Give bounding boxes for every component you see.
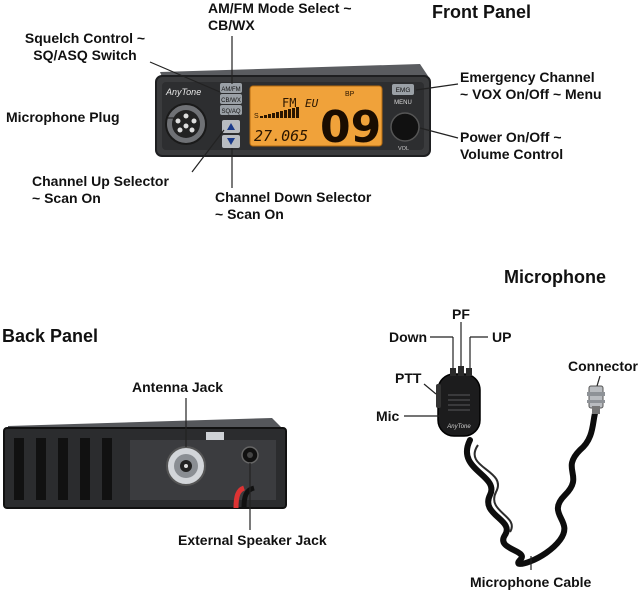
squelch-line-2: SQ/ASQ Switch: [33, 47, 137, 63]
front-panel-radio: AnyTone AM/FM CB/WX SQ/AQ FM EU BP S: [155, 64, 431, 157]
squelch-control-label: Squelch Control ~ SQ/ASQ Switch: [12, 30, 158, 64]
front-panel-title: Front Panel: [432, 2, 532, 22]
microphone-cable-coil: [464, 407, 599, 567]
external-speaker-jack-label: External Speaker Jack: [178, 532, 327, 548]
amfm-mode-label: AM/FM Mode Select ~ CB/WX: [208, 0, 352, 34]
power-wire-black: [241, 485, 255, 509]
emergency-line-1: Emergency Channel: [460, 69, 595, 85]
ch-down-line-2: ~ Scan On: [215, 206, 284, 222]
mic-cable-label: Microphone Cable: [470, 574, 592, 590]
back-panel-title: Back Panel: [2, 326, 99, 346]
power-volume-label: Power On/Off ~ Volume Control: [460, 129, 563, 163]
vol-label: VOL: [398, 146, 409, 152]
back-panel-radio: [3, 418, 287, 509]
channel-up-label: Channel Up Selector ~ Scan On: [32, 173, 169, 207]
mic-up-button: [466, 368, 472, 376]
lcd-signal-meter: [260, 107, 299, 118]
mic-down-button: [450, 368, 456, 376]
ptt-side-button: [436, 384, 441, 408]
microphone-title: Microphone: [504, 267, 606, 287]
heat-sink-fins: [14, 438, 112, 500]
amfm-button[interactable]: [220, 83, 242, 93]
mic-ptt-label: PTT: [395, 370, 422, 386]
amfm-button-label: AM/FM: [221, 87, 240, 93]
lcd-frequency: 27.065: [254, 127, 308, 145]
antenna-jack[interactable]: [166, 446, 206, 486]
mic-mic-label: Mic: [376, 408, 400, 424]
radio-brand-text: AnyTone: [165, 87, 201, 97]
mic-pf-button: [458, 366, 464, 376]
cbwx-button[interactable]: [220, 94, 242, 104]
cbwx-button-label: CB/WX: [221, 98, 241, 104]
microphone-assembly: AnyTone: [436, 366, 605, 567]
back-leader-lines: [185, 398, 251, 530]
emergency-channel-label: Emergency Channel ~ VOX On/Off ~ Menu: [460, 69, 602, 103]
mic-pf-label: PF: [452, 306, 470, 322]
sqaq-button-label: SQ/AQ: [221, 109, 240, 115]
ch-down-line-1: Channel Down Selector: [215, 189, 372, 205]
emg-button[interactable]: [392, 84, 414, 95]
microphone-plug-label: Microphone Plug: [6, 109, 120, 125]
amfm-line-1: AM/FM Mode Select ~: [208, 0, 352, 16]
mic-connector: [587, 385, 605, 414]
mic-up-label: UP: [492, 329, 512, 345]
mic-leader-lines: [404, 322, 601, 570]
volume-knob[interactable]: [390, 112, 420, 142]
microphone-plug-socket[interactable]: [165, 103, 207, 145]
lcd-s: S: [254, 113, 259, 120]
power-line-1: Power On/Off ~: [460, 129, 562, 145]
lcd-display: [249, 85, 383, 147]
mic-down-label: Down: [389, 329, 428, 345]
ch-up-line-2: ~ Scan On: [32, 190, 101, 206]
antenna-jack-label: Antenna Jack: [132, 379, 224, 395]
ch-up-line-1: Channel Up Selector: [32, 173, 169, 189]
power-line-2: Volume Control: [460, 146, 564, 162]
emergency-line-2: ~ VOX On/Off ~ Menu: [460, 86, 602, 102]
up-arrow-icon: [227, 123, 235, 130]
emg-button-label: EMG: [396, 87, 411, 94]
lcd-bp: BP: [345, 91, 355, 98]
power-wire-red: [233, 485, 246, 509]
lcd-region: EU: [305, 97, 319, 110]
squelch-line-1: Squelch Control ~: [24, 30, 146, 46]
menu-label: MENU: [394, 100, 412, 106]
down-arrow-icon: [227, 138, 235, 145]
lcd-channel-number: 09: [320, 102, 381, 153]
amfm-line-2: CB/WX: [208, 17, 255, 33]
sqaq-button[interactable]: [220, 105, 242, 115]
mic-brand-text: AnyTone: [446, 424, 471, 430]
external-speaker-jack[interactable]: [241, 446, 259, 464]
lcd-mode: FM: [282, 96, 296, 110]
mic-grille: [448, 394, 470, 411]
front-leader-lines: [149, 36, 459, 188]
mic-connector-label: Connector: [568, 358, 638, 374]
channel-down-label: Channel Down Selector ~ Scan On: [215, 189, 371, 223]
